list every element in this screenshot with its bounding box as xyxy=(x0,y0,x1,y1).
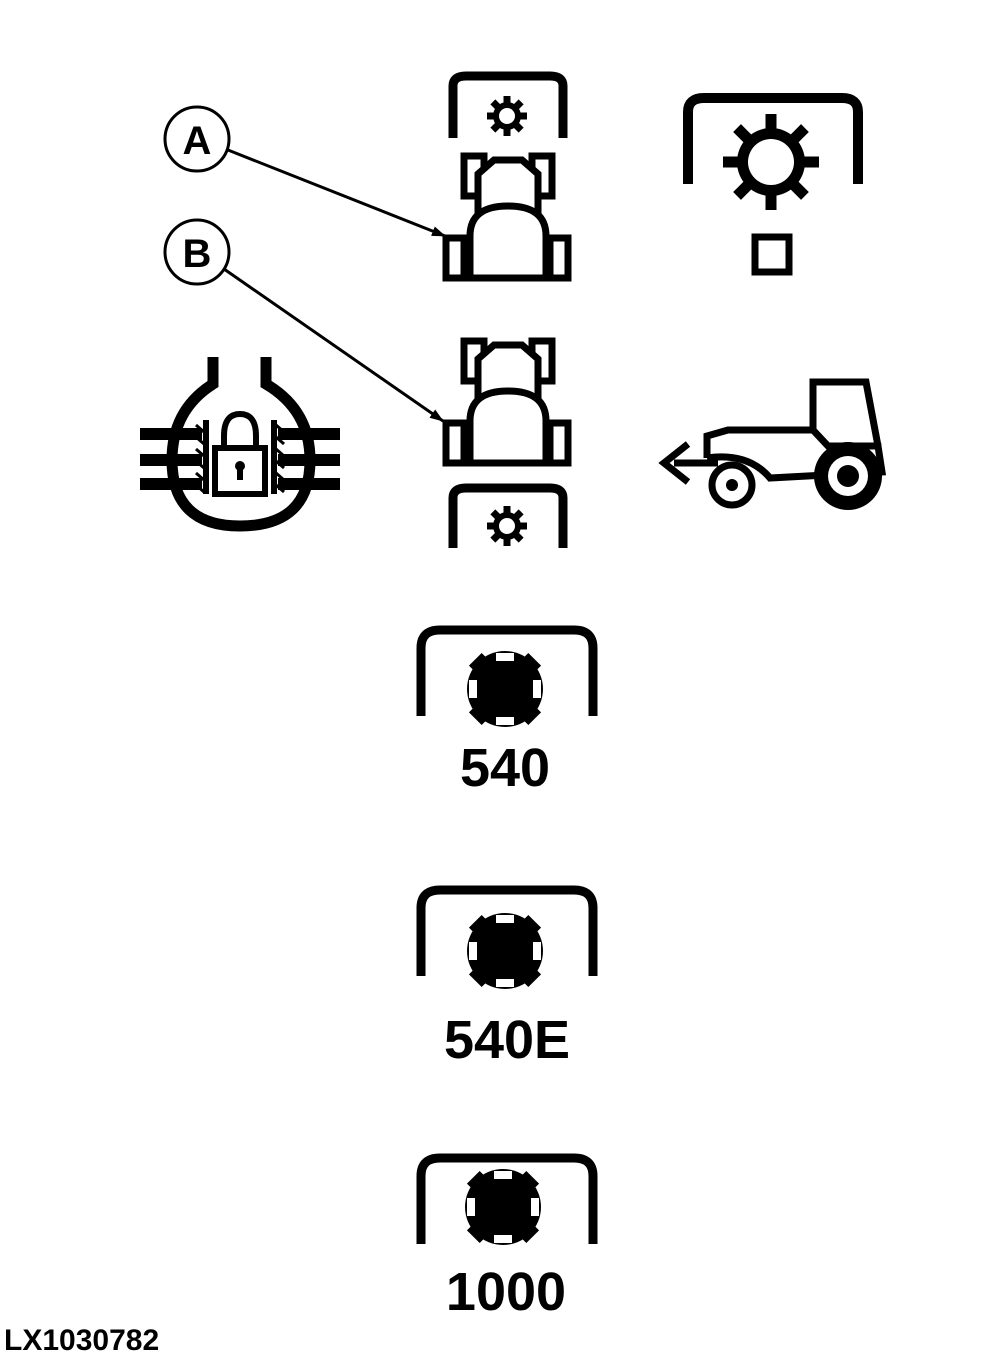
speed-1000-label: 1000 xyxy=(446,1262,566,1322)
callout-a-label: A xyxy=(183,119,212,163)
front-pto-icon xyxy=(446,71,568,278)
callout-b-label: B xyxy=(183,232,212,276)
rear-pto-icon xyxy=(446,341,568,548)
tractor-reverse-icon xyxy=(658,378,887,510)
pto-engaged-icon xyxy=(683,93,863,276)
callout-a: A xyxy=(163,105,446,238)
pto-lock-icon xyxy=(140,357,340,532)
figure-id: LX1030782 xyxy=(4,1324,160,1357)
pto-speed-540e: 540E xyxy=(416,885,598,1070)
pto-speed-1000: 1000 xyxy=(416,1153,598,1322)
speed-540e-label: 540E xyxy=(444,1010,570,1070)
speed-540-label: 540 xyxy=(460,738,550,798)
callout-b: B xyxy=(163,218,444,423)
pto-speed-540: 540 xyxy=(416,625,598,798)
